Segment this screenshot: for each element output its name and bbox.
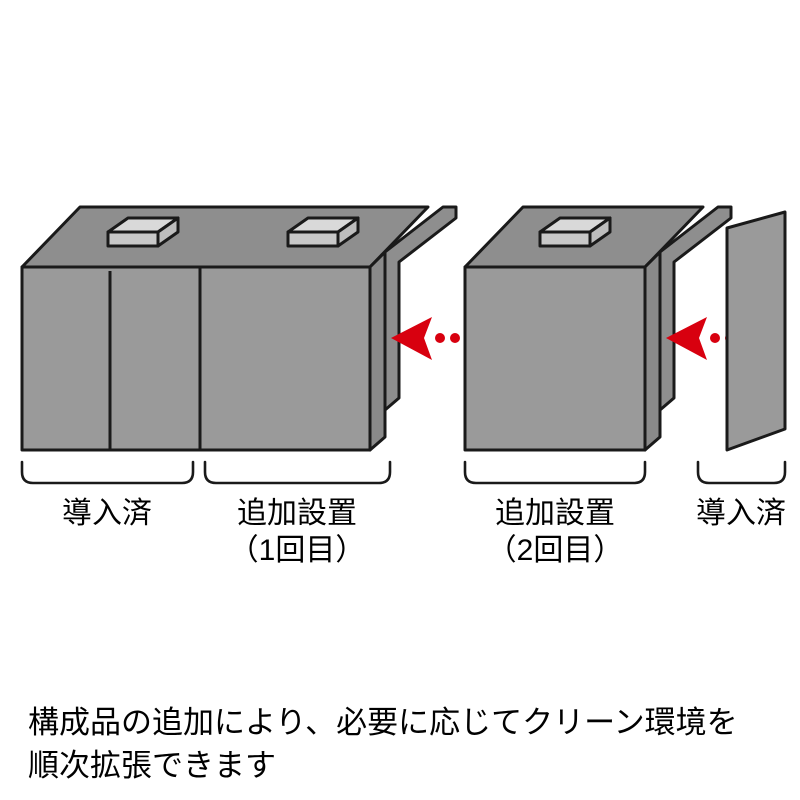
ffu-front-face: [106, 230, 160, 248]
ffu-unit-3: [538, 216, 612, 248]
booth-ceiling-rail-right: [658, 205, 733, 412]
booth-side-face-left: [368, 250, 387, 452]
booth-group-right: [463, 205, 733, 452]
bracket-existing-left: [20, 460, 195, 485]
arrow-head-right: [666, 317, 707, 360]
arrow-dot: [435, 333, 445, 343]
label-existing-right-line1: 導入済: [696, 497, 786, 530]
booth-front-face-right: [463, 265, 647, 452]
ffu-unit-1: [106, 216, 180, 248]
label-existing-left-line1: 導入済: [62, 497, 152, 530]
wall-panel-existing-right: [725, 210, 787, 452]
arrow-dot: [450, 333, 460, 343]
arrow-head-left: [391, 317, 432, 360]
bracket-added-2: [463, 460, 647, 485]
caption-line-2: 順次拡張できます: [28, 748, 276, 783]
ffu-unit-2: [286, 216, 360, 248]
ffu-side-face: [588, 216, 612, 248]
caption-block: 構成品の追加により、必要に応じてクリーン環境を 順次拡張できます: [28, 705, 738, 783]
ffu-front-face: [538, 230, 592, 248]
booth-group-left: [20, 205, 458, 452]
ffu-side-face: [336, 216, 360, 248]
booth-side-face-right: [643, 250, 662, 452]
ffu-front-face: [286, 230, 340, 248]
booth-front-face-left: [20, 265, 372, 452]
bracket-group: [20, 460, 787, 485]
arrow-dot: [710, 333, 720, 343]
booth-top-face-left: [20, 205, 430, 269]
label-added-1-line2: （1回目）: [229, 534, 366, 567]
booth-ceiling-rail-left: [383, 205, 458, 412]
label-added-1-line1: 追加設置: [237, 497, 357, 530]
bracket-existing-right: [696, 460, 787, 485]
label-added-2-line2: （2回目）: [487, 534, 624, 567]
bracket-labels: 導入済 追加設置 （1回目） 追加設置 （2回目） 導入済: [62, 497, 786, 567]
caption-line-1: 構成品の追加により、必要に応じてクリーン環境を: [28, 705, 738, 740]
bracket-added-1: [203, 460, 392, 485]
ffu-side-face: [156, 216, 180, 248]
label-added-2-line1: 追加設置: [495, 497, 615, 530]
